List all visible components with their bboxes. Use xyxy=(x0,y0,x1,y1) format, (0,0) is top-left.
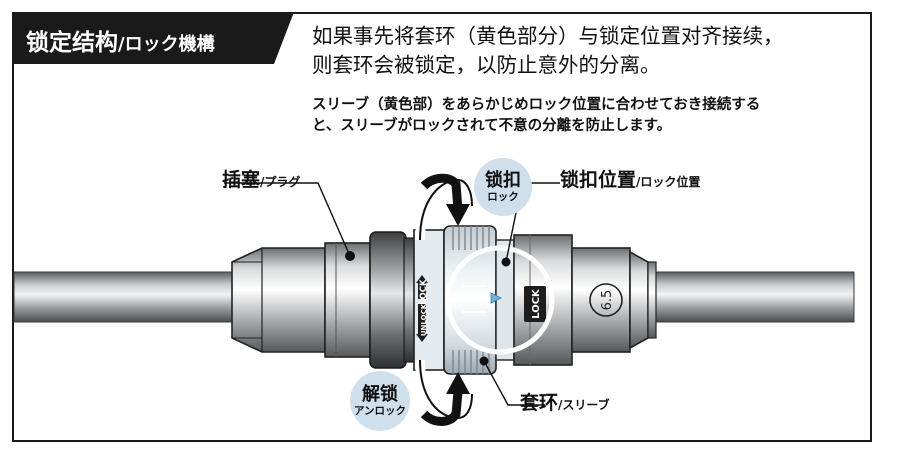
unlock-bubble-text: 解锁 アンロック xyxy=(344,384,416,418)
unlock-bubble-sub: アンロック xyxy=(353,405,407,417)
lock-text-sleeve: LOCK xyxy=(419,279,429,305)
sleeve-label: 套环/スリーブ xyxy=(520,388,610,415)
alignment-marker xyxy=(490,292,502,304)
size-text: 6.5 xyxy=(600,290,615,311)
description-zh-line-1: 如果事先将套环（黄色部分）与锁定位置对齐接续， xyxy=(312,24,784,48)
lock-bubble xyxy=(474,158,532,216)
lock-position-label-sub: /ロック位置 xyxy=(636,175,701,189)
size-marking xyxy=(589,283,623,317)
unlock-arrow-engraving xyxy=(416,304,428,342)
lock-bubble-main: 锁扣 xyxy=(485,170,521,191)
description-chinese: 如果事先将套环（黄色部分）与锁定位置对齐接续， 则套环会被锁定，以防止意外的分离… xyxy=(312,22,784,80)
unlock-text-sleeve: UNLOCK xyxy=(420,303,428,336)
title-main: 锁定结构 xyxy=(26,30,118,56)
sleeve-leader-line xyxy=(483,360,545,406)
plug-body xyxy=(231,231,415,369)
title-tab xyxy=(12,12,294,64)
unlock-bubble-main: 解锁 xyxy=(362,384,398,405)
plug-label-sub: /プラグ xyxy=(260,175,301,189)
lock-position-label-main: 锁扣位置 xyxy=(560,169,637,191)
sleeve-label-sub: /スリーブ xyxy=(558,398,610,412)
sleeve-body xyxy=(413,225,515,375)
lock-bubble-sub: ロック xyxy=(487,191,519,203)
lock-text-socket: LOCK xyxy=(531,288,542,319)
plug-label-main: 插塞 xyxy=(222,169,261,191)
description-ja-line-1: スリーブ（黄色部）をあらかじめロック位置に合わせておき接続する xyxy=(312,97,761,113)
lock-bubble-text: 锁扣 ロック xyxy=(474,170,532,204)
lock-rotation-arrow xyxy=(415,173,477,241)
description-ja-line-2: と、スリーブがロックされて不意の分離を防止します。 xyxy=(312,118,672,134)
lock-highlight-circle xyxy=(445,245,555,355)
plug-label: 插塞/プラグ xyxy=(222,165,300,192)
title-sub: /ロック機構 xyxy=(118,34,215,55)
description-japanese: スリーブ（黄色部）をあらかじめロック位置に合わせておき接続する と、スリーブがロ… xyxy=(312,95,760,137)
page-title: 锁定结构/ロック機構 xyxy=(26,23,215,57)
lock-engraving-socket xyxy=(524,286,546,322)
sleeve-label-main: 套环 xyxy=(520,392,559,414)
lock-arrow-engraving xyxy=(416,275,428,299)
unlock-bubble xyxy=(350,371,410,431)
plug-leader-line xyxy=(224,182,351,257)
lock-position-label: 锁扣位置/ロック位置 xyxy=(560,165,700,192)
unlock-rotation-arrow xyxy=(415,359,477,426)
description-zh-line-2: 则套环会被锁定，以防止意外的分离。 xyxy=(312,53,661,77)
